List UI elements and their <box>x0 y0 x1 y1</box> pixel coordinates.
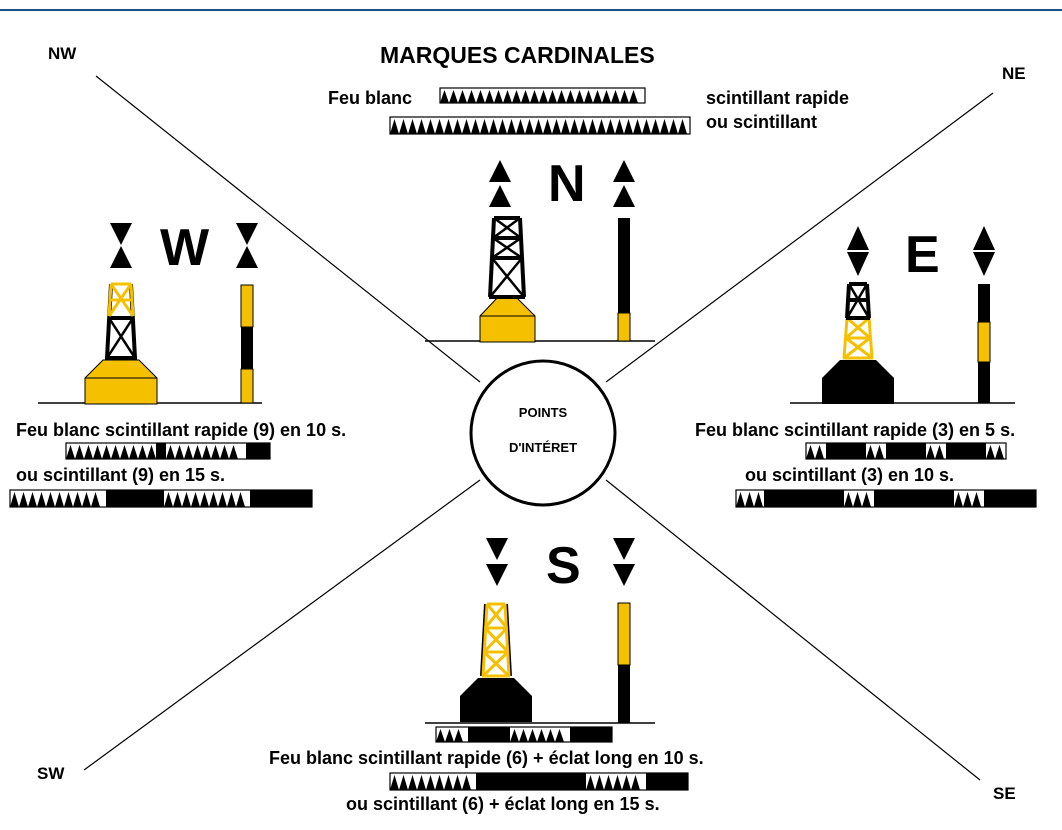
center-label-line2: D'INTÉRET <box>508 440 578 455</box>
west-desc-line1: Feu blanc scintillant rapide (9) en 10 s… <box>16 420 347 440</box>
east-desc-line1: Feu blanc scintillant rapide (3) en 5 s. <box>695 420 1016 440</box>
page-title: MARQUES CARDINALES <box>380 42 655 68</box>
letter-south: S <box>546 537 581 595</box>
east-very-quick-bar <box>735 489 1037 508</box>
west-quick-bar <box>65 442 271 460</box>
east-desc-line2: ou scintillant (3) en 10 s. <box>745 465 955 485</box>
north-quick-bar <box>439 87 646 104</box>
south-desc-line2: ou scintillant (6) + éclat long en 15 s. <box>346 794 660 814</box>
line-nw <box>95 75 481 383</box>
letter-east: E <box>905 226 940 284</box>
west-very-quick-bar <box>9 489 313 508</box>
letter-west: W <box>160 219 210 277</box>
north-very-quick-bar <box>389 116 691 135</box>
light-pattern-bars <box>9 87 1037 791</box>
west-desc-line2: ou scintillant (9) en 15 s. <box>16 465 226 485</box>
center-circle <box>469 359 617 507</box>
east-quick-bar <box>805 442 1007 460</box>
letter-north: N <box>548 155 586 213</box>
east-buoy <box>822 226 894 404</box>
north-spar <box>613 160 635 342</box>
line-ne <box>605 92 994 383</box>
south-spar <box>613 538 635 723</box>
east-spar <box>973 226 995 403</box>
north-light-label: Feu blanc <box>328 88 413 108</box>
direction-label-ne: NE <box>1002 64 1026 83</box>
center-label-line1: POINTS <box>518 405 568 420</box>
north-desc-line1: scintillant rapide <box>706 88 850 108</box>
direction-label-se: SE <box>993 784 1016 803</box>
south-desc-line1: Feu blanc scintillant rapide (6) + éclat… <box>269 748 704 768</box>
west-buoy <box>84 223 158 405</box>
west-spar <box>236 223 258 404</box>
direction-label-nw: NW <box>48 44 77 63</box>
south-buoy <box>460 538 532 722</box>
south-quick-bar <box>435 726 613 743</box>
direction-label-sw: SW <box>37 764 65 783</box>
line-sw <box>83 479 481 771</box>
line-se <box>605 479 981 781</box>
north-desc-line2: ou scintillant <box>706 112 818 132</box>
south-very-quick-bar <box>389 772 689 791</box>
north-buoy <box>479 160 536 343</box>
